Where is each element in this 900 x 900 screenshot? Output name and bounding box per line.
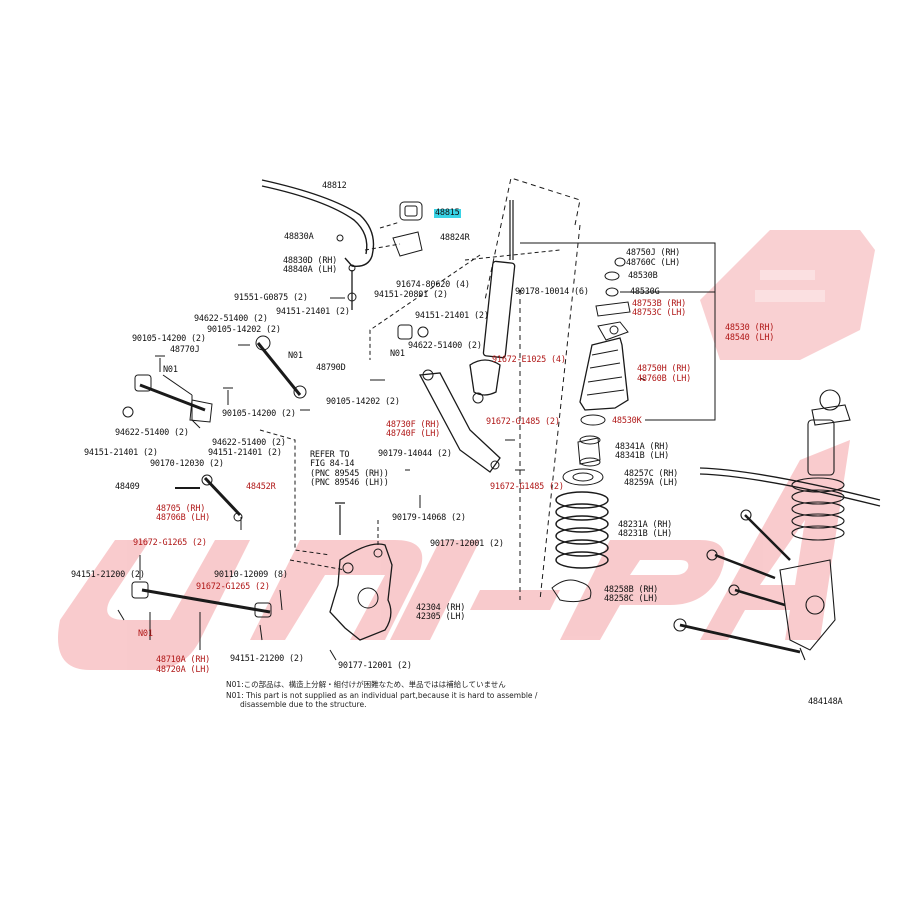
label-90177-12001-a: 90177-12001 (2) — [430, 539, 504, 549]
label-90105-14200-a: 90105-14200 (2) — [132, 334, 206, 344]
upper-arm-48770J — [139, 383, 206, 412]
lower-arm-48710A — [141, 588, 271, 614]
label-48231B: 48231B (LH) — [618, 529, 673, 539]
label-91672-G1265-b: 91672-G1265 (2) — [196, 582, 270, 592]
footnote-japanese: N01:この部品は、構造上分解・組付けが困難なため、単品ではは補給していません — [226, 680, 506, 689]
label-48258C: 48258C (LH) — [604, 594, 659, 604]
spring-insulator-48257C — [562, 468, 604, 486]
label-94151-21200-a: 94151-21200 (2) — [71, 570, 145, 580]
label-48720A: 48720A (LH) — [156, 665, 211, 675]
label-48824R: 48824R — [440, 233, 470, 243]
toe-arm-48730F — [418, 372, 501, 473]
label-94151-21200-b: 94151-21200 (2) — [230, 654, 304, 664]
label-91551: 91551-G0875 (2) — [234, 293, 308, 303]
label-48231A: 48231A (RH) — [618, 520, 673, 530]
label-94151-20801: 94151-20801 (2) — [374, 290, 448, 300]
label-90177-12001-b: 90177-12001 (2) — [338, 661, 412, 671]
bumper-48341A — [577, 437, 601, 465]
label-48258B: 48258B (RH) — [604, 585, 659, 595]
label-94622-51400-a: 94622-51400 (2) — [194, 314, 268, 324]
label-42305: 42305 (LH) — [416, 612, 466, 622]
label-48530: 48530 (RH) — [725, 323, 775, 333]
stabilizer-bar — [261, 179, 375, 267]
label-90105-14202-a: 90105-14202 (2) — [207, 325, 281, 335]
label-48840A: 48840A (LH) — [283, 265, 338, 275]
label-90105-14200-b: 90105-14200 (2) — [222, 409, 296, 419]
rear-knuckle-42304 — [329, 543, 393, 641]
label-48530G: 48530G — [630, 287, 660, 297]
label-94151-21401-d: 94151-21401 (2) — [208, 448, 282, 458]
label-91672-G1485-b: 91672-G1485 (2) — [490, 482, 564, 492]
label-94151-21401-a: 94151-21401 (2) — [276, 307, 350, 317]
label-48257C: 48257C (RH) — [624, 469, 679, 479]
footnote-english-2: disassemble due to the structure. — [240, 700, 367, 709]
label-n01-b: N01 — [288, 351, 303, 361]
label-48760C: 48760C (LH) — [626, 258, 681, 268]
label-94151-21401-b: 94151-21401 (2) — [415, 311, 489, 321]
stabilizer-bracket — [392, 231, 423, 257]
label-48530B: 48530B — [628, 271, 658, 281]
label-48790D: 48790D — [316, 363, 346, 373]
label-48540: 48540 (LH) — [725, 333, 775, 343]
coil-spring-48231A — [555, 491, 609, 569]
upper-arm-48790D — [256, 342, 302, 396]
label-48830A: 48830A — [284, 232, 314, 242]
label-42304: 42304 (RH) — [416, 603, 466, 613]
label-90178-10014: 90178-10014 (6) — [515, 287, 589, 297]
label-refer-to: REFER TO — [310, 450, 350, 460]
label-48740F: 48740F (LH) — [386, 429, 441, 439]
assembled-suspension-view — [673, 389, 881, 661]
figure-id: 484148A — [808, 697, 843, 707]
label-48259A: 48259A (LH) — [624, 478, 679, 488]
label-48750J: 48750J (RH) — [626, 248, 681, 258]
label-refer-pnc-rh: (PNC 89545 (RH)) — [310, 469, 389, 479]
label-48705: 48705 (RH) — [156, 504, 206, 514]
label-94151-21401-c: 94151-21401 (2) — [84, 448, 158, 458]
label-48753B: 48753B (RH) — [632, 299, 687, 309]
label-48815: 48815 — [434, 208, 461, 218]
label-48760B: 48760B (LH) — [637, 374, 692, 384]
label-94622-51400-d: 94622-51400 (2) — [212, 438, 286, 448]
label-48750H: 48750H (RH) — [637, 364, 692, 374]
label-91674: 91674-80620 (4) — [396, 280, 470, 290]
label-91672-G1485-a: 91672-G1485 (2) — [486, 417, 560, 427]
label-48770J: 48770J — [170, 345, 200, 355]
label-94622-51400-b: 94622-51400 (2) — [408, 341, 482, 351]
dust-boot-48750H — [579, 337, 629, 411]
label-refer-fig: FIG 84-14 — [310, 459, 355, 469]
label-n01-a: N01 — [390, 349, 405, 359]
label-90105-14202-b: 90105-14202 (2) — [326, 397, 400, 407]
label-91672-G1265-a: 91672-G1265 (2) — [133, 538, 207, 548]
label-48830D: 48830D (RH) — [283, 256, 338, 266]
label-48706B: 48706B (LH) — [156, 513, 211, 523]
footnote-english-1: N01: This part is not supplied as an ind… — [226, 691, 538, 700]
label-48530K: 48530K — [612, 416, 642, 426]
label-90179-14044: 90179-14044 (2) — [378, 449, 452, 459]
label-n01-d: N01 — [138, 629, 153, 639]
label-n01-c: N01 — [163, 365, 178, 375]
label-90110-12009: 90110-12009 (8) — [214, 570, 288, 580]
label-90170-12030: 90170-12030 (2) — [150, 459, 224, 469]
label-90179-14068: 90179-14068 (2) — [392, 513, 466, 523]
upper-support-48753B — [595, 301, 631, 317]
label-refer-pnc-lh: (PNC 89546 (LH)) — [310, 478, 389, 488]
label-48812: 48812 — [322, 181, 347, 191]
shock-absorber — [469, 200, 516, 404]
label-48753C: 48753C (LH) — [632, 308, 687, 318]
label-48452R: 48452R — [246, 482, 276, 492]
label-48409: 48409 — [115, 482, 140, 492]
label-91672-E1025: 91672-E1025 (4) — [492, 355, 566, 365]
label-48730F: 48730F (RH) — [386, 420, 441, 430]
label-94622-51400-c: 94622-51400 (2) — [115, 428, 189, 438]
label-48341A: 48341A (RH) — [615, 442, 670, 452]
label-48341B: 48341B (LH) — [615, 451, 670, 461]
lower-insulator-48258B — [551, 579, 592, 603]
stabilizer-bushing — [399, 201, 423, 221]
label-48710A: 48710A (RH) — [156, 655, 211, 665]
